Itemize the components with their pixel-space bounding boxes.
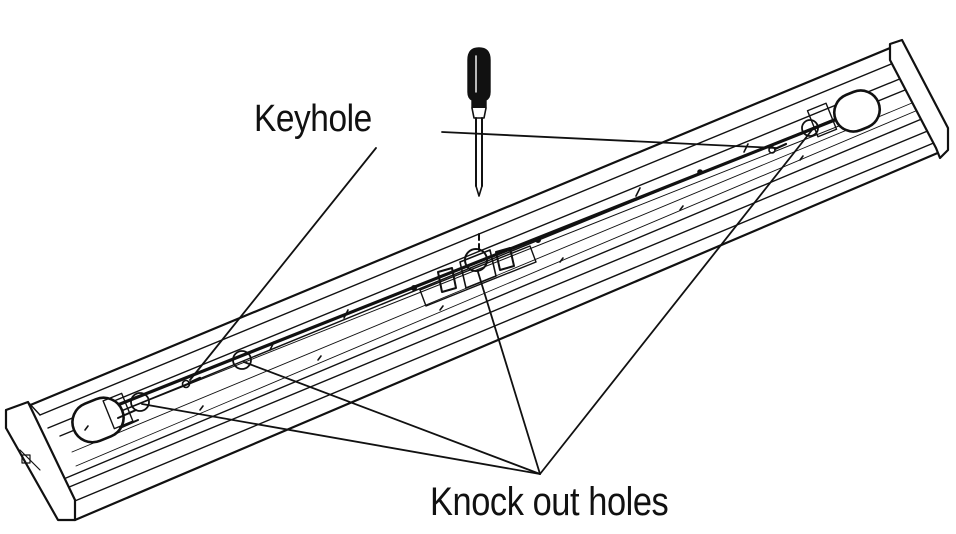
right-mount-slot	[806, 89, 882, 138]
knockout-holes	[130, 119, 819, 412]
right-end-cap	[888, 38, 950, 160]
rail-marks	[84, 143, 804, 431]
left-end-cap	[4, 400, 77, 522]
screwdriver-icon	[467, 47, 491, 253]
knockout-holes-label: Knock out holes	[430, 480, 669, 524]
center-bracket	[411, 237, 541, 307]
knockout-leaders	[141, 129, 813, 475]
fixture-housing	[26, 46, 942, 522]
keyhole-leaders	[189, 131, 777, 381]
left-mount-slot	[71, 392, 139, 444]
keyhole-label: Keyhole	[254, 98, 372, 140]
